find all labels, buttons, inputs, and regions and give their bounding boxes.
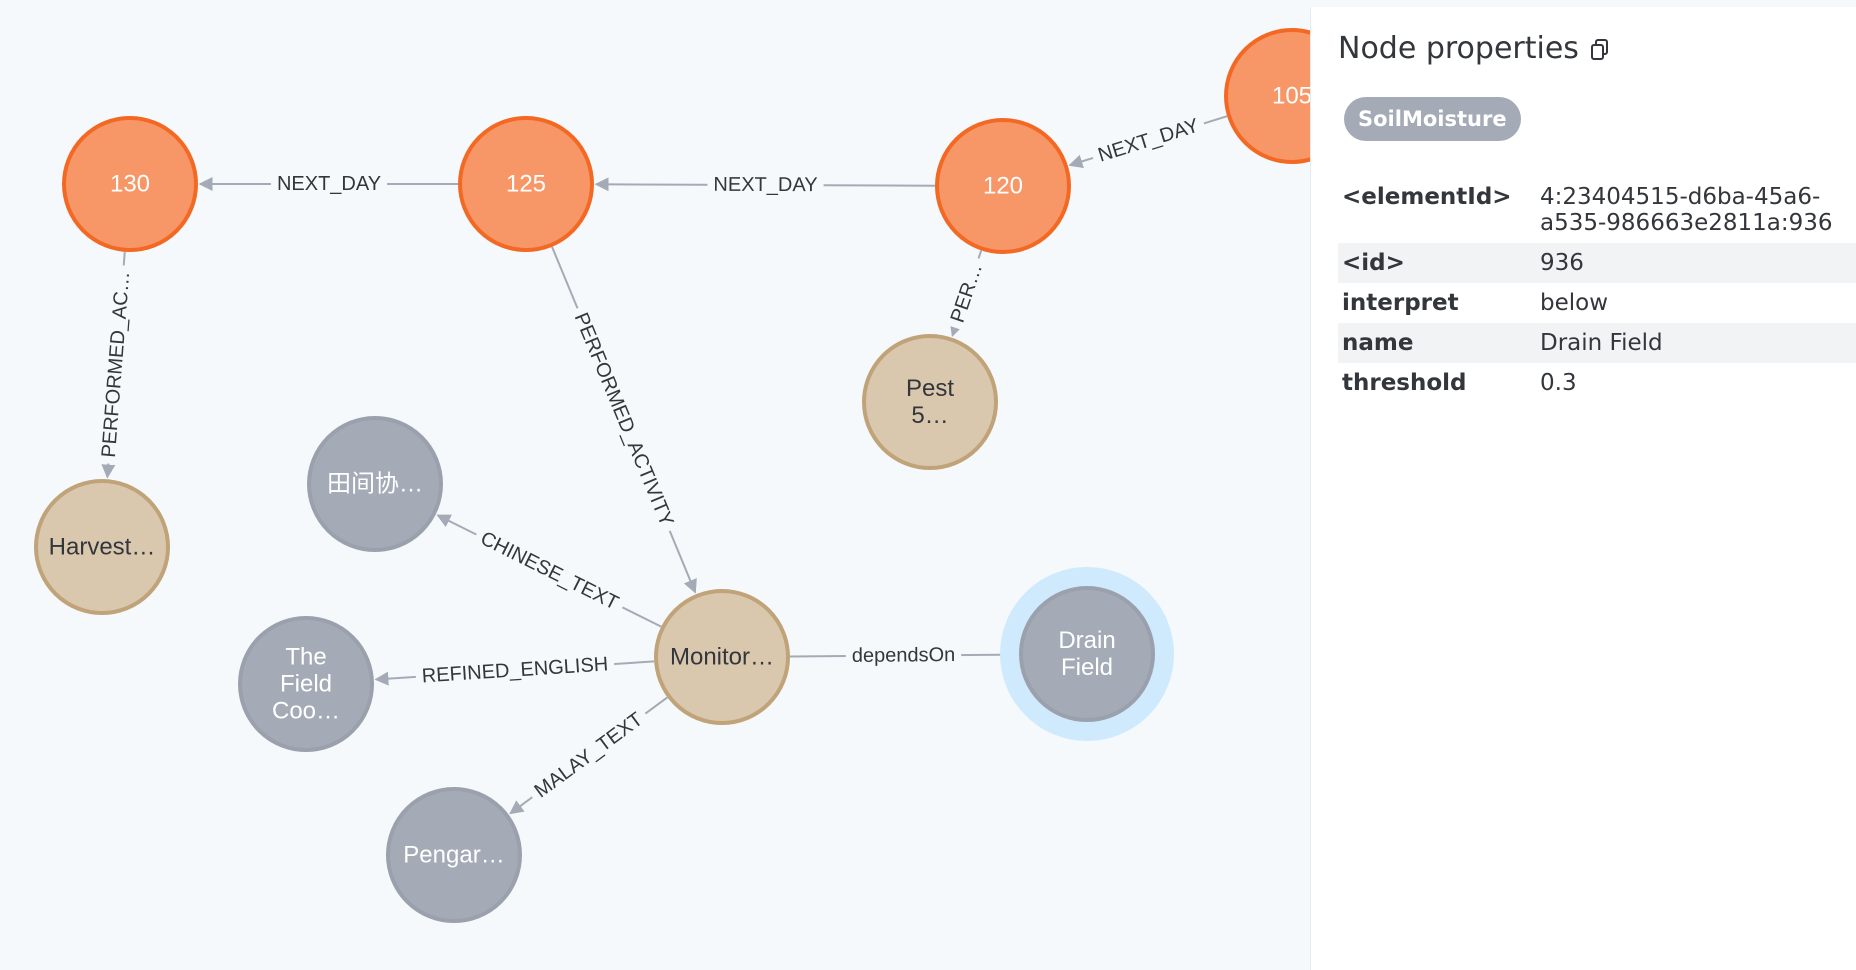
relationship-label: PER… <box>947 261 987 326</box>
graph-node-n125[interactable]: 125 <box>458 116 594 252</box>
relationship-label-bg <box>845 643 962 668</box>
relationship-label: NEXT_DAY <box>277 173 381 195</box>
relationship-label: NEXT_DAY <box>713 174 817 196</box>
property-value: 936 <box>1536 243 1856 283</box>
node-circle[interactable] <box>34 479 170 615</box>
node-circle[interactable] <box>458 116 594 252</box>
node-caption: 田间协… <box>327 471 423 498</box>
property-row: <elementId> 4:23404515-d6ba-45a6-a535-98… <box>1338 177 1856 243</box>
relationship-label-bg <box>566 303 681 536</box>
node-caption: 130 <box>110 171 150 198</box>
property-value: 0.3 <box>1540 370 1577 396</box>
property-key: interpret <box>1342 290 1459 316</box>
relationship-performed-ac[interactable]: PERFORMED_AC… <box>96 251 136 479</box>
graph-node-n120[interactable]: 120 <box>935 118 1071 254</box>
node-caption: Harvest… <box>49 534 156 561</box>
relationship-label-bg <box>943 254 990 332</box>
property-row: <id> 936 <box>1338 243 1856 283</box>
graph-node-harvest[interactable]: Harvest… <box>34 479 170 615</box>
relationship-label: CHINESE_TEXT <box>477 527 622 614</box>
relationship-label: PERFORMED_AC… <box>98 271 134 459</box>
graph-node-n105[interactable]: 105 <box>1224 28 1310 164</box>
relationship-label-bg <box>525 703 653 807</box>
node-circle[interactable] <box>935 118 1071 254</box>
property-key: name <box>1338 323 1536 363</box>
relationship-label-bg <box>415 652 615 689</box>
property-row: interpret below <box>1338 283 1856 323</box>
relationship-chinese-text[interactable]: CHINESE_TEXT <box>436 514 662 628</box>
graph-node-monitor[interactable]: Monitor… <box>654 589 790 725</box>
relationship-next-day[interactable]: NEXT_DAY <box>198 172 458 196</box>
relationship-refined-english[interactable]: REFINED_ENGLISH <box>374 652 655 689</box>
node-properties-panel: Node properties SoilMoisture <elementId>… <box>1310 7 1856 970</box>
property-row: threshold 0.3 <box>1338 363 1856 403</box>
node-circle[interactable] <box>307 416 443 552</box>
relationship-next-day[interactable]: NEXT_DAY <box>594 172 936 198</box>
property-row: name Drain Field <box>1338 323 1856 363</box>
node-caption: Monitor… <box>670 644 774 671</box>
node-circle[interactable] <box>238 616 374 752</box>
relationship-per[interactable]: PER… <box>943 250 990 338</box>
relationship-label: MALAY_TEXT <box>531 708 647 802</box>
relationship-label-bg <box>96 264 136 465</box>
graph-canvas[interactable]: NEXT_DAY NEXT_DAY NEXT_DAY PERFORMED_AC… PER… <box>0 0 1310 970</box>
relationship-label-bg <box>1089 111 1208 170</box>
relationship-next-day[interactable]: NEXT_DAY <box>1068 111 1228 170</box>
relationship-dependson[interactable]: dependsOn <box>789 643 1019 668</box>
properties-table: <elementId> 4:23404515-d6ba-45a6-a535-98… <box>1338 177 1856 403</box>
node-circle[interactable] <box>862 334 998 470</box>
node-circle[interactable] <box>62 116 198 252</box>
graph-node-pengar[interactable]: Pengar… <box>386 787 522 923</box>
node-circle[interactable] <box>1019 586 1155 722</box>
node-label-chip[interactable]: SoilMoisture <box>1344 97 1521 141</box>
property-key: threshold <box>1342 370 1467 396</box>
node-caption: Pengar… <box>403 842 504 869</box>
panel-title: Node properties <box>1338 31 1579 66</box>
node-circle[interactable] <box>1224 28 1310 164</box>
relationship-label-bg <box>471 523 628 619</box>
relationship-label: PERFORMED_ACTIVITY <box>570 310 678 530</box>
relationship-label-bg <box>270 172 388 196</box>
relationship-label-bg <box>707 172 824 198</box>
relationship-performed-activity[interactable]: PERFORMED_ACTIVITY <box>551 246 697 594</box>
property-value: 4:23404515-d6ba-45a6-a535-986663e2811a:9… <box>1540 184 1833 236</box>
property-key: <elementId> <box>1342 184 1512 210</box>
property-key: <id> <box>1338 243 1536 283</box>
graph-node-chinese[interactable]: 田间协… <box>307 416 443 552</box>
node-caption: 120 <box>983 173 1023 200</box>
relationship-malay-text[interactable]: MALAY_TEXT <box>509 696 668 815</box>
graph-node-n130[interactable]: 130 <box>62 116 198 252</box>
node-circle[interactable] <box>654 589 790 725</box>
property-value: Drain Field <box>1536 323 1856 363</box>
node-caption: 105 <box>1272 83 1310 110</box>
copy-icon[interactable] <box>1591 39 1609 61</box>
property-value: below <box>1540 290 1609 316</box>
node-caption: 125 <box>506 171 546 198</box>
node-circle[interactable] <box>386 787 522 923</box>
relationship-label: dependsOn <box>852 644 956 667</box>
